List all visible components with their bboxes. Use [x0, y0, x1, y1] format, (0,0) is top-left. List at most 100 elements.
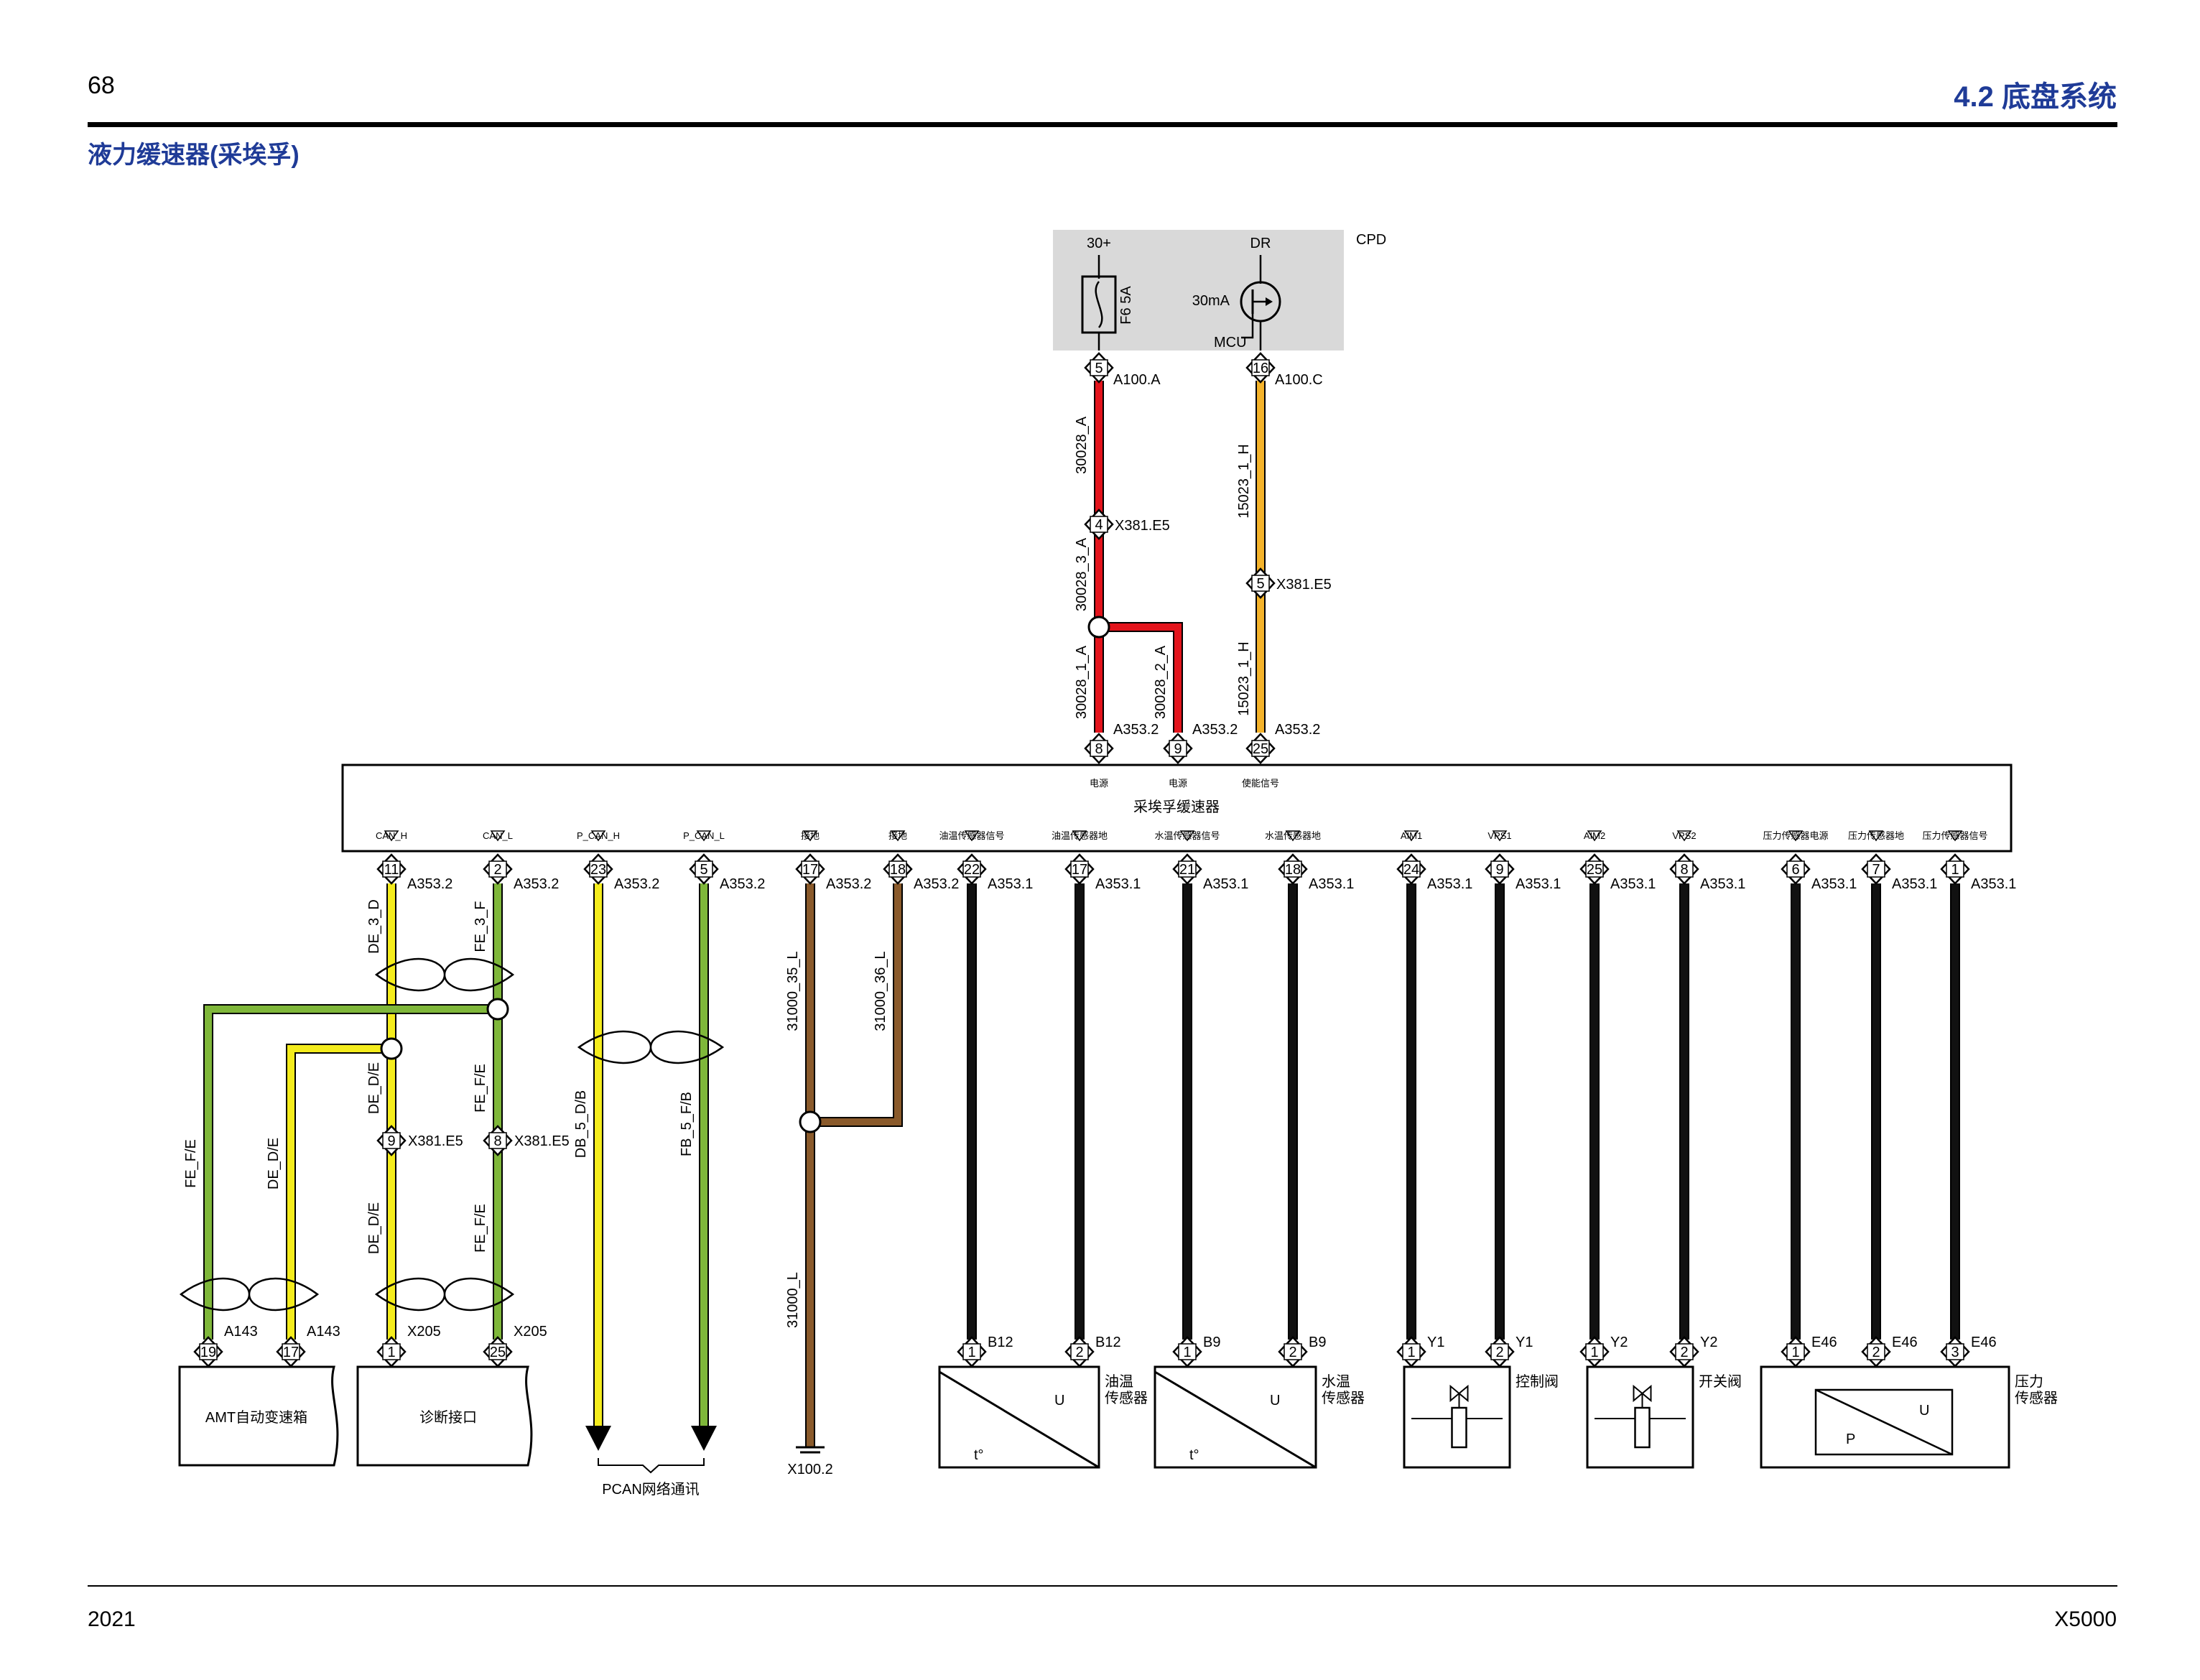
- inline-x381-8-num: 8: [493, 1133, 501, 1149]
- footer-model: X5000: [2054, 1607, 2117, 1631]
- inline-x381-9-box: [382, 1132, 401, 1149]
- ecu-bottom-pin-8-signal: 水温传感器信号: [1154, 830, 1220, 841]
- ecu-bottom-pin-4-signal: 接地: [801, 830, 820, 841]
- ecu-bottom-pin-1-box: [488, 860, 507, 878]
- inline-x381-8-box: [488, 1132, 507, 1149]
- cpd-pin-a-box: [1090, 359, 1108, 376]
- control-valve-name: 控制阀: [1516, 1373, 1559, 1390]
- pressure-name: 压力传感器: [2015, 1373, 2058, 1406]
- switch-valve-valve-icon: [1633, 1384, 1652, 1403]
- diag-pin-25-conn: X205: [514, 1324, 547, 1340]
- ecu-bottom-tick-10: [1403, 830, 1419, 842]
- ecu-top-pin-8-box: [1090, 740, 1108, 757]
- page-number: 68: [88, 72, 115, 99]
- water-temp-pin-2-num: 2: [1289, 1345, 1296, 1360]
- ecu-bottom-pin-2-signal: P_CAN_H: [577, 830, 620, 841]
- header-rule: [88, 122, 2117, 127]
- amt-pin-17-box: [282, 1343, 300, 1360]
- amt-pin-19-box: [199, 1343, 218, 1360]
- ecu-bottom-tick-14: [1788, 830, 1804, 842]
- ecu-top-pin-9-signal: 电源: [1169, 778, 1187, 789]
- oil-temp-pin-1-box: [962, 1343, 981, 1360]
- pcan-brace: [598, 1458, 705, 1474]
- cpd-pin-c-box: [1251, 359, 1270, 376]
- ecu-bottom-pin-6-signal: 油温传感器信号: [939, 830, 1004, 841]
- water-temp-pin-2-conn: B9: [1309, 1335, 1326, 1350]
- ecu-bottom-tick-2: [590, 830, 606, 842]
- wire-label-30028-a: 30028_A: [1074, 416, 1090, 474]
- inline-x381-4-num: 4: [1095, 517, 1103, 533]
- ecu-bottom-pin-7-conn: A353.1: [1095, 876, 1141, 892]
- oil-temp-pin-2-conn: B12: [1095, 1335, 1121, 1350]
- ecu-bottom-pin-16-signal: 压力传感器信号: [1922, 830, 1987, 841]
- ecu-bottom-tick-11: [1492, 830, 1508, 842]
- ecu-bottom-pin-12-conn: A353.1: [1610, 876, 1656, 892]
- ecu-bottom-pin-3-conn: A353.2: [720, 876, 765, 892]
- water-temp-pin-1-num: 1: [1183, 1345, 1191, 1360]
- ground-name: X100.2: [787, 1462, 832, 1477]
- switch-valve-pin-2-num: 2: [1680, 1345, 1688, 1360]
- ecu-bottom-pin-12-signal: AIM2: [1584, 830, 1605, 841]
- control-valve-pin-1-box: [1402, 1343, 1421, 1360]
- control-valve-pin-1-conn: Y1: [1427, 1335, 1444, 1350]
- wire-label-fe-3-f: FE_3_F: [473, 901, 488, 952]
- ecu-bottom-tick-8: [1179, 830, 1195, 842]
- ecu-bottom-pin-6-num: 22: [964, 862, 980, 878]
- ecu-bottom-tick-6: [964, 830, 980, 842]
- ecu-bottom-pin-2-box: [589, 860, 608, 878]
- ecu-bottom-tick-7: [1072, 830, 1087, 842]
- cpd-pin-c-num: 16: [1253, 361, 1268, 376]
- ecu-top-pin-25-signal: 使能信号: [1242, 778, 1279, 789]
- amt-box: [178, 1365, 339, 1467]
- ecu-bottom-tick-12: [1587, 830, 1602, 842]
- pressure-pin-3-conn: E46: [1971, 1335, 1997, 1350]
- switch-valve-solenoid-icon: [1634, 1406, 1651, 1449]
- amt-pin-19-conn: A143: [224, 1324, 258, 1340]
- control-valve-pin-2-conn: Y1: [1516, 1335, 1533, 1350]
- ecu-top-pin-25-box: [1251, 740, 1270, 757]
- ecu-bottom-pin-3-signal: P_CAN_L: [683, 830, 725, 841]
- ecu-bottom-pin-5-signal: 接地: [888, 830, 907, 841]
- oil-temp-sym-u: U: [1054, 1393, 1064, 1408]
- switch-valve-pin-1-num: 1: [1590, 1345, 1598, 1360]
- ecu-bottom-pin-0-signal: CAN_H: [376, 830, 407, 841]
- cpd-pin-a-num: 5: [1095, 361, 1103, 376]
- ecu-top-pin-25-conn: A353.2: [1275, 722, 1320, 738]
- ecu-bottom-pin-3-box: [695, 860, 713, 878]
- ecu-bottom-tick-9: [1285, 830, 1301, 842]
- ecu-bottom-pin-4-conn: A353.2: [826, 876, 871, 892]
- ecu-bottom-pin-12-num: 25: [1587, 862, 1602, 878]
- switch-valve-name: 开关阀: [1699, 1373, 1742, 1390]
- ecu-bottom-pin-9-signal: 水温传感器地: [1265, 830, 1321, 841]
- ecu-bottom-pin-16-conn: A353.1: [1971, 876, 2016, 892]
- ecu-top-pin-9-conn: A353.2: [1192, 722, 1238, 738]
- switch-valve-pin-2-box: [1675, 1343, 1694, 1360]
- ecu-top-pin-8-num: 8: [1095, 741, 1103, 757]
- inline-x381-5-box: [1251, 575, 1270, 592]
- ecu-bottom-tick-15: [1868, 830, 1884, 842]
- inline-x381-9-num: 9: [387, 1133, 395, 1149]
- pressure-pin-1-conn: E46: [1811, 1335, 1837, 1350]
- twist-pcan: [577, 1030, 725, 1064]
- control-valve-pin-1-num: 1: [1407, 1345, 1415, 1360]
- ecu-bottom-pin-2-conn: A353.2: [614, 876, 659, 892]
- pcan-name: PCAN网络通讯: [602, 1481, 700, 1498]
- switch-valve-pin-1-conn: Y2: [1610, 1335, 1628, 1350]
- ecu-bottom-pin-7-num: 17: [1072, 862, 1087, 878]
- pressure-pin-2-conn: E46: [1892, 1335, 1918, 1350]
- ecu-bottom-pin-9-conn: A353.1: [1309, 876, 1354, 892]
- splice-can-h: [380, 1037, 403, 1060]
- footer-year: 2021: [88, 1607, 136, 1631]
- fuse-element: [1095, 281, 1103, 328]
- amt-pin-17-num: 17: [283, 1345, 299, 1360]
- oil-temp-pin-1-num: 1: [967, 1345, 975, 1360]
- wire-30028-branch: [1099, 623, 1182, 733]
- wire-gnd-b: [810, 883, 901, 1126]
- inline-x381-5-conn: X381.E5: [1276, 577, 1332, 593]
- wire-label-15023-bottom: 15023_1_H: [1236, 641, 1252, 715]
- ecu-bottom-tick-16: [1947, 830, 1963, 842]
- ecu-bottom-pin-5-num: 18: [890, 862, 906, 878]
- twist-can-top: [374, 957, 515, 992]
- ecu-bottom-pin-8-box: [1178, 860, 1197, 878]
- diag-pin-25-box: [488, 1343, 507, 1360]
